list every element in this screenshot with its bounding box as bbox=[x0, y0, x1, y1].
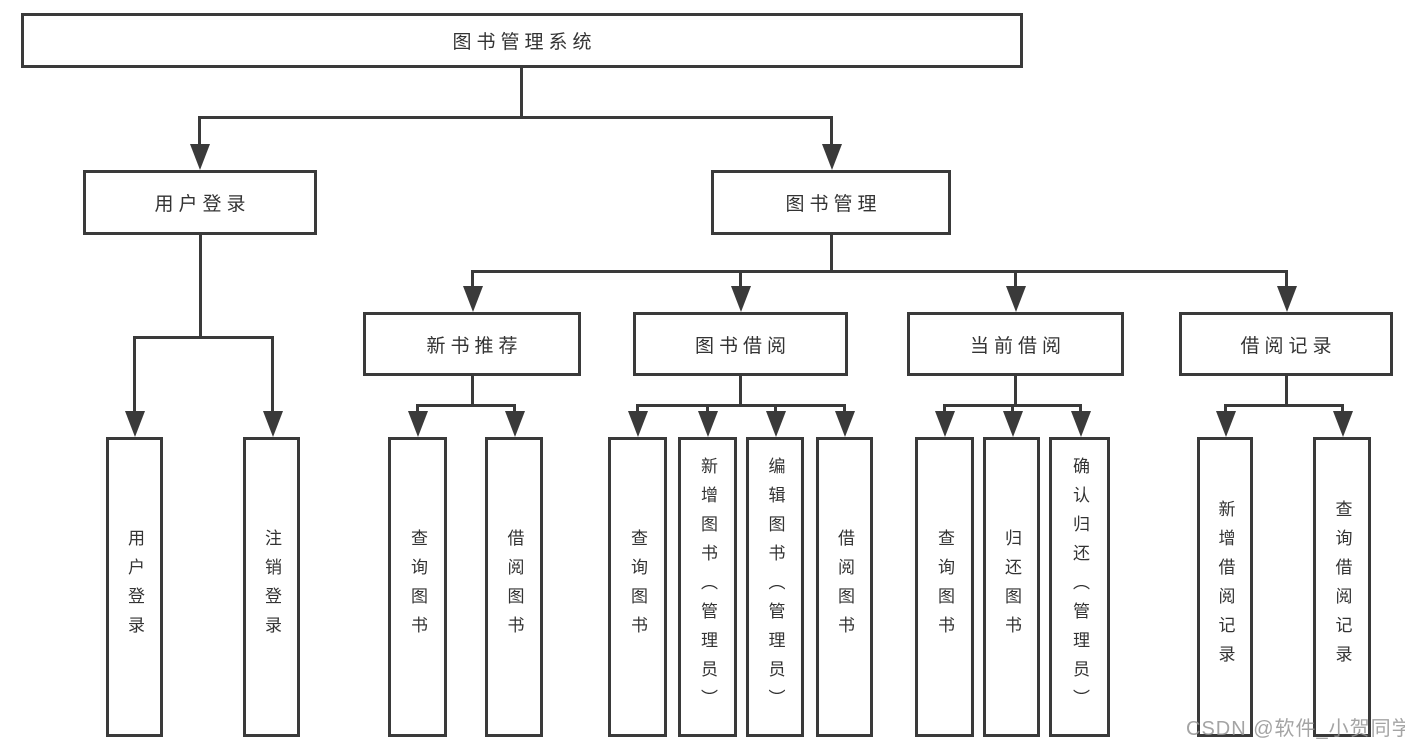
node-label: 借阅图书 bbox=[504, 529, 524, 645]
arrow-down bbox=[1285, 270, 1288, 286]
node-label: 确认归还（管理员） bbox=[1070, 456, 1089, 718]
leaf-records-query-record: 查询借阅记录 bbox=[1313, 437, 1371, 737]
node-label: 查询图书 bbox=[935, 529, 954, 645]
arrow-down bbox=[271, 336, 274, 411]
node-label: 图书借阅 bbox=[694, 335, 791, 357]
node-label: 归还图书 bbox=[1002, 529, 1021, 645]
node-label: 注销登录 bbox=[262, 529, 281, 645]
connector-records-rail bbox=[1224, 404, 1344, 407]
connector-newbook-rail bbox=[416, 404, 516, 407]
node-label: 查询图书 bbox=[408, 529, 427, 645]
connector-newbook-stub bbox=[471, 374, 474, 407]
node-current-borrowing: 当前借阅 bbox=[907, 312, 1124, 376]
leaf-user-login: 用户登录 bbox=[106, 437, 163, 737]
leaf-borrow-add-books-admin: 新增图书（管理员） bbox=[678, 437, 737, 737]
connector-records-stub bbox=[1285, 374, 1288, 407]
node-label: 查询图书 bbox=[628, 529, 647, 645]
leaf-current-return-books: 归还图书 bbox=[983, 437, 1040, 737]
arrow-down bbox=[1341, 404, 1344, 411]
node-new-book-recommend: 新书推荐 bbox=[363, 312, 581, 376]
arrow-down bbox=[1014, 270, 1017, 286]
arrow-down bbox=[133, 336, 136, 411]
arrow-down bbox=[739, 270, 742, 286]
arrow-down bbox=[1224, 404, 1227, 411]
node-label: 用户登录 bbox=[154, 194, 251, 215]
node-library-system: 图书管理系统 bbox=[21, 13, 1023, 68]
node-label: 用户登录 bbox=[125, 529, 144, 645]
connector-bookborrow-rail bbox=[636, 404, 846, 407]
watermark: CSDN @软件_小贺同学 bbox=[1186, 718, 1405, 740]
node-book-management: 图书管理 bbox=[711, 170, 951, 235]
connector-current-stub bbox=[1014, 374, 1017, 407]
node-label: 借阅记录 bbox=[1240, 335, 1337, 357]
arrow-down bbox=[416, 404, 419, 411]
arrow-down bbox=[706, 404, 709, 411]
arrow-down bbox=[513, 404, 516, 411]
arrow-down bbox=[198, 116, 201, 144]
arrow-down bbox=[830, 116, 833, 144]
connector-userlogin-stub bbox=[199, 233, 202, 339]
leaf-borrow-edit-books-admin: 编辑图书（管理员） bbox=[746, 437, 804, 737]
node-label: 图书管理 bbox=[785, 194, 882, 215]
leaf-current-query-books: 查询图书 bbox=[915, 437, 974, 737]
connector-root-stub bbox=[520, 66, 523, 119]
arrow-down bbox=[636, 404, 639, 411]
node-book-borrowing: 图书借阅 bbox=[633, 312, 848, 376]
leaf-records-add-record: 新增借阅记录 bbox=[1197, 437, 1253, 737]
leaf-newbook-borrow-books: 借阅图书 bbox=[485, 437, 543, 737]
leaf-current-confirm-return-admin: 确认归还（管理员） bbox=[1049, 437, 1110, 737]
node-label: 新书推荐 bbox=[426, 335, 523, 357]
node-label: 查询借阅记录 bbox=[1332, 500, 1352, 674]
node-label: 当前借阅 bbox=[969, 335, 1066, 357]
connector-level1-rail bbox=[198, 116, 833, 119]
leaf-logout-login: 注销登录 bbox=[243, 437, 300, 737]
connector-bookmgmt-rail bbox=[471, 270, 1288, 273]
node-label: 图书管理系统 bbox=[452, 32, 597, 53]
node-borrowing-records: 借阅记录 bbox=[1179, 312, 1393, 376]
node-label: 新增图书（管理员） bbox=[698, 456, 717, 718]
arrow-down bbox=[843, 404, 846, 411]
connector-bookborrow-stub bbox=[739, 374, 742, 407]
arrow-down bbox=[471, 270, 474, 286]
arrow-down bbox=[1011, 404, 1014, 411]
connector-bookmgmt-stub bbox=[830, 233, 833, 273]
leaf-borrow-borrow-books: 借阅图书 bbox=[816, 437, 873, 737]
arrow-down bbox=[774, 404, 777, 411]
node-label: 新增借阅记录 bbox=[1215, 500, 1235, 674]
connector-userlogin-rail bbox=[133, 336, 274, 339]
leaf-borrow-query-books: 查询图书 bbox=[608, 437, 667, 737]
arrow-down bbox=[943, 404, 946, 411]
leaf-newbook-query-books: 查询图书 bbox=[388, 437, 447, 737]
node-user-login: 用户登录 bbox=[83, 170, 317, 235]
arrow-down bbox=[1079, 404, 1082, 411]
node-label: 编辑图书（管理员） bbox=[765, 456, 785, 718]
node-label: 借阅图书 bbox=[835, 529, 854, 645]
